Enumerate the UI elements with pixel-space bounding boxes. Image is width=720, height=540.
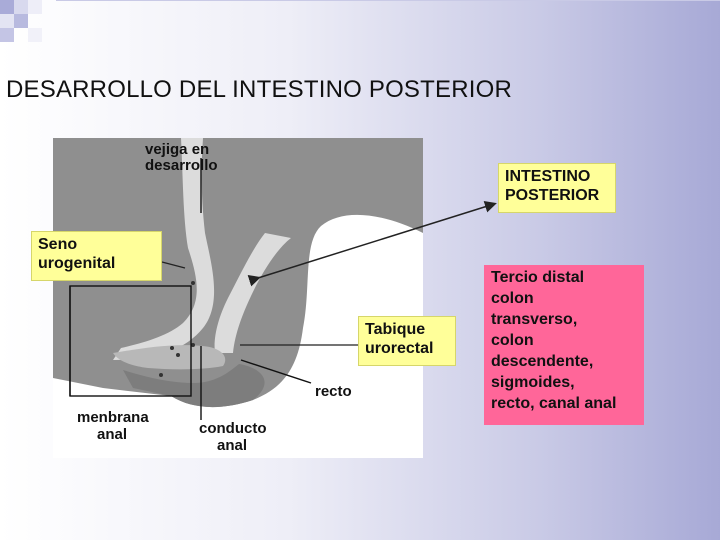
arrow-to-hindgut	[258, 204, 494, 278]
callout-seno-text: Seno urogenital	[38, 236, 115, 272]
seno-pointer	[162, 262, 185, 268]
callout-intestino-text: INTESTINO POSTERIOR	[505, 168, 599, 204]
hindgut-derivatives-text: Tercio distal colon transverso, colon de…	[491, 269, 616, 412]
hindgut-derivatives-box: Tercio distal colon transverso, colon de…	[484, 265, 644, 425]
callout-intestino-posterior: INTESTINO POSTERIOR	[498, 163, 616, 213]
callout-tabique-text: Tabique urorectal	[365, 321, 433, 357]
callout-tabique-urorectal: Tabique urorectal	[358, 316, 456, 366]
callout-seno-urogenital: Seno urogenital	[31, 231, 162, 281]
